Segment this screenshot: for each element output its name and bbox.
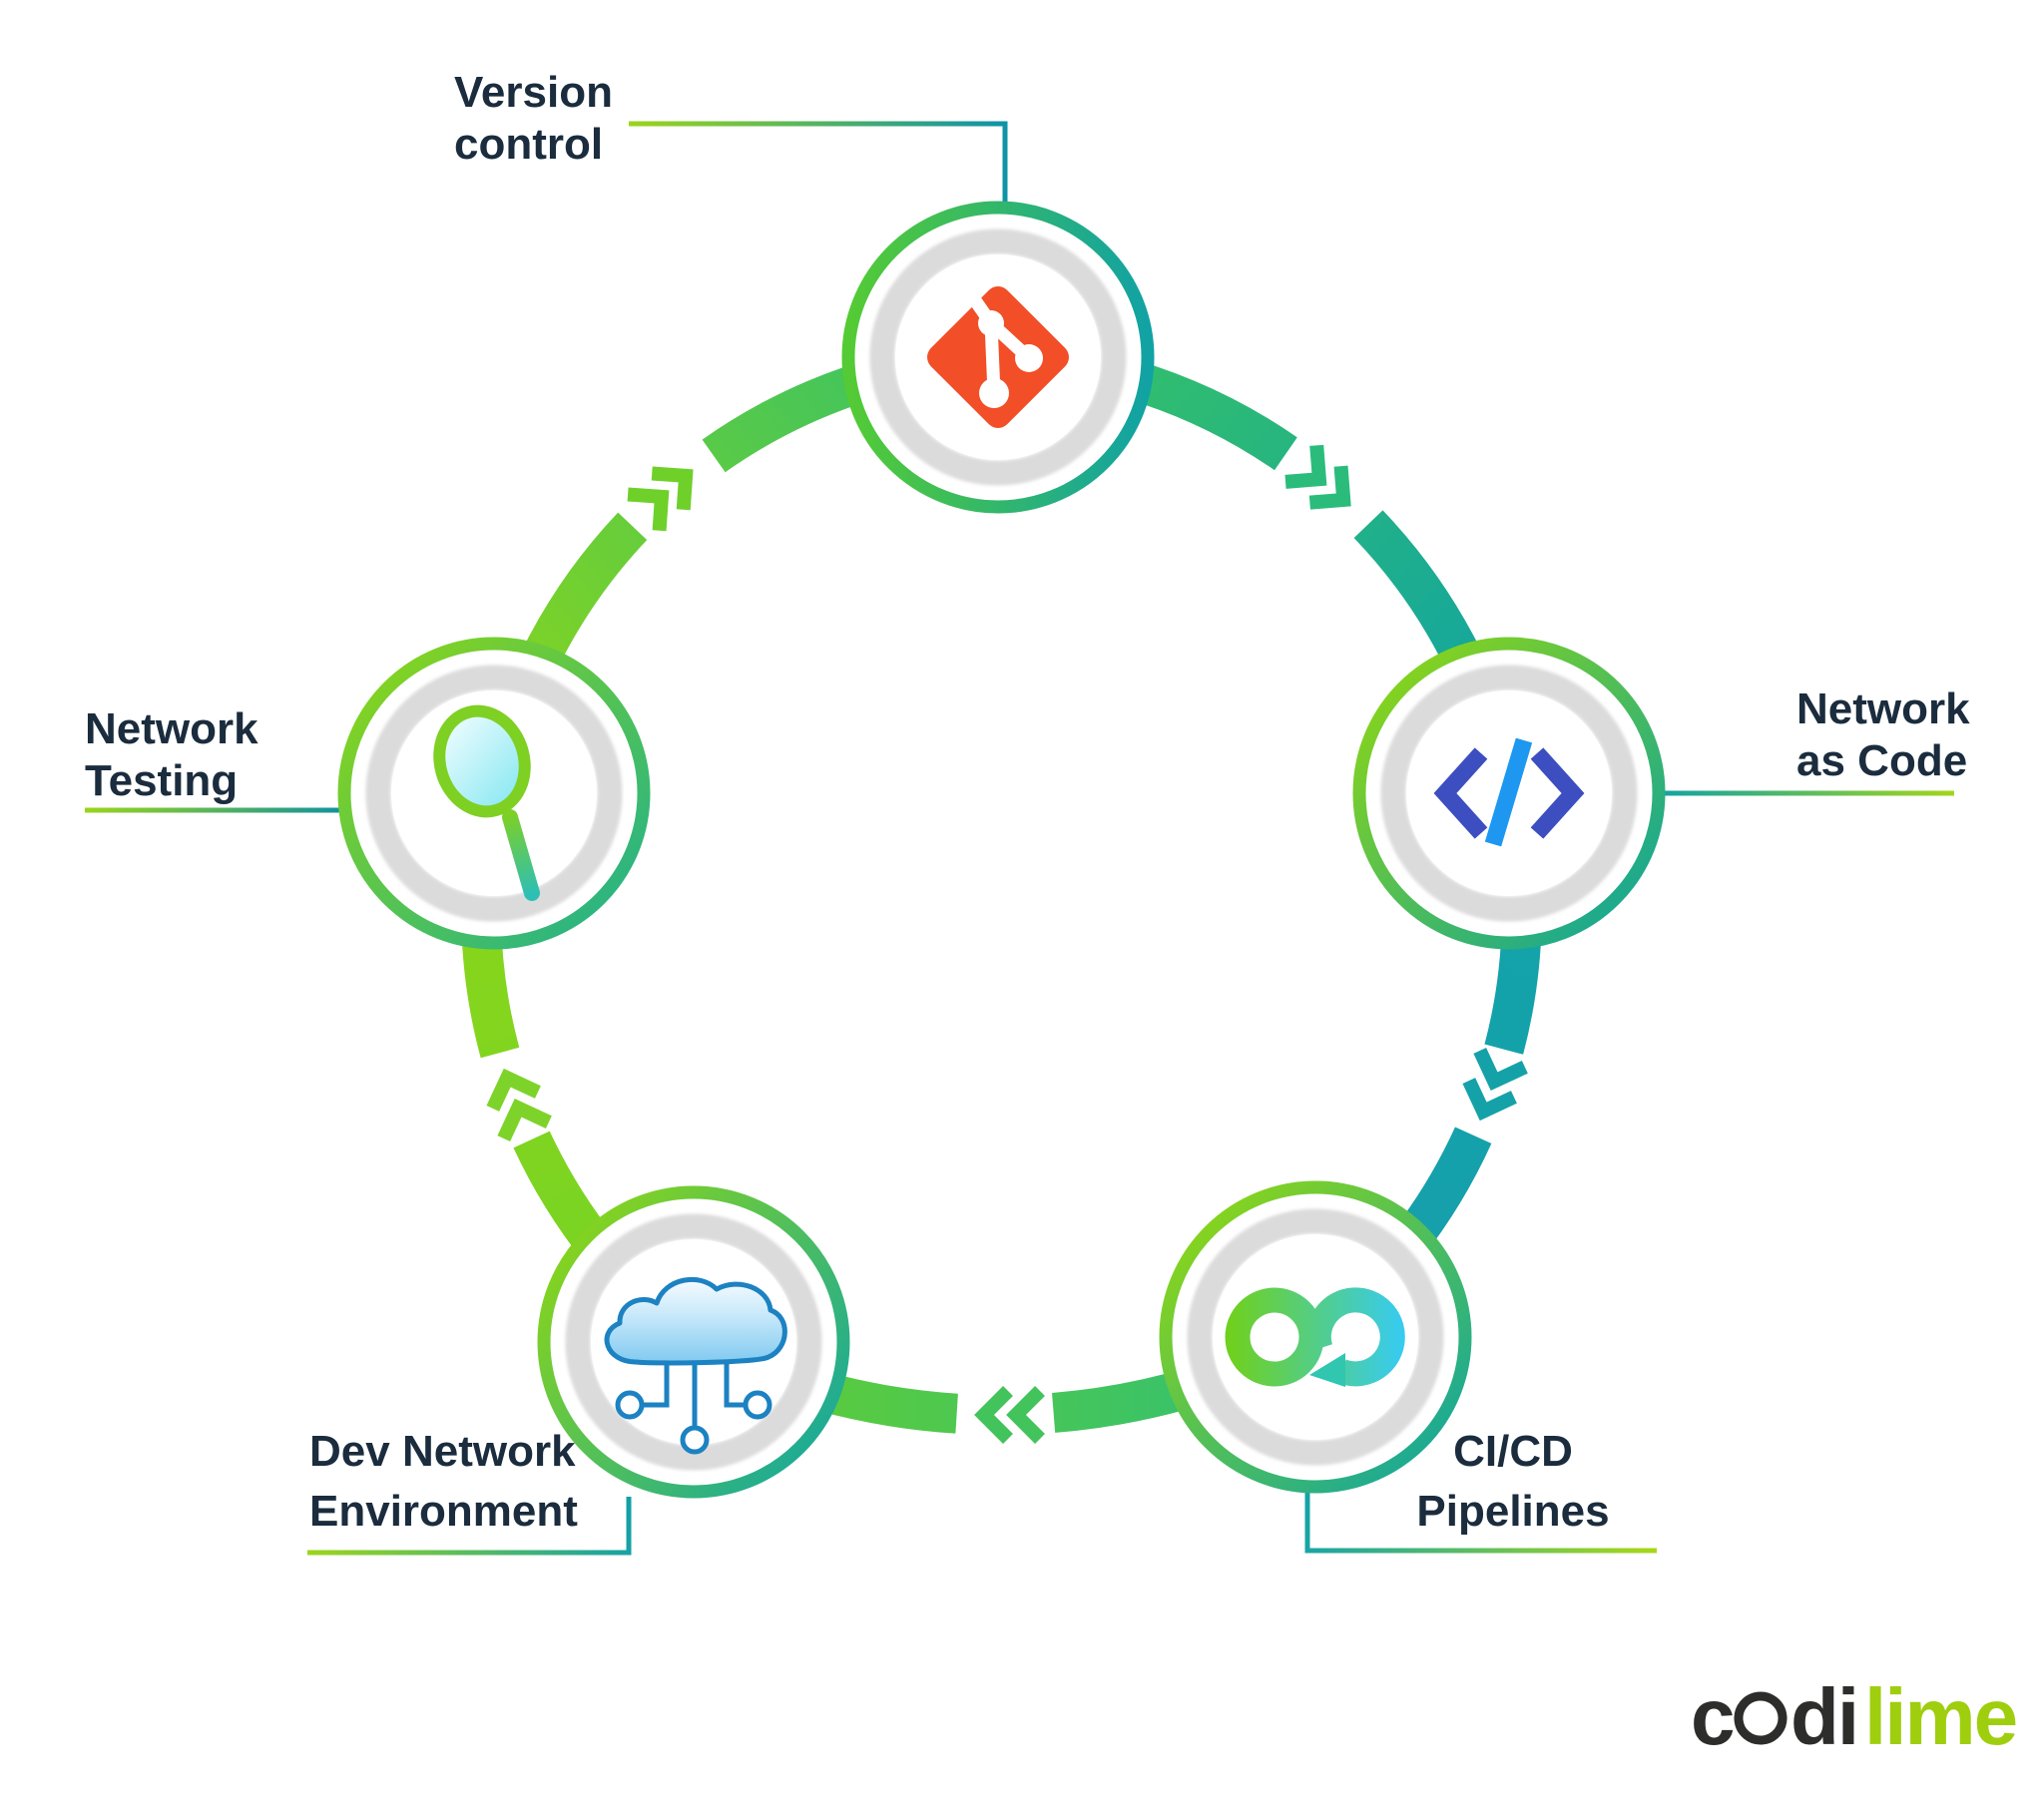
label-cicd-pipelines-line2: Pipelines — [1416, 1487, 1609, 1536]
code-brackets-icon — [1433, 737, 1585, 847]
connector-cicd-pipelines — [1304, 1484, 1657, 1554]
node-labels: Version control Network as Code Network … — [85, 68, 1970, 1536]
logo-text-c: c — [1691, 1672, 1734, 1761]
connector-version-control — [629, 121, 1008, 205]
label-network-as-code-line1: Network — [1796, 684, 1970, 733]
label-network-testing-line1: Network — [85, 704, 258, 753]
cloud-network-icon — [604, 1276, 787, 1455]
connector-dev-network-environment — [307, 1497, 632, 1556]
chevron-arrow-icon — [486, 1068, 552, 1141]
node-cicd-pipelines — [1159, 1180, 1472, 1494]
label-dev-network-environment-line2: Environment — [309, 1487, 578, 1536]
infinity-loop-icon — [1225, 1287, 1405, 1387]
label-network-as-code-line2: as Code — [1796, 736, 1967, 785]
node-network-as-code — [1352, 637, 1666, 950]
chevron-arrow-icon — [1284, 444, 1351, 510]
flow-chevrons — [486, 444, 1528, 1444]
label-dev-network-environment-line1: Dev Network — [309, 1427, 576, 1476]
git-icon — [927, 286, 1069, 428]
label-version-control-line2: control — [454, 120, 603, 169]
logo-text-di: di — [1790, 1672, 1857, 1761]
magnifier-icon — [433, 704, 540, 901]
chevron-arrow-icon — [1462, 1048, 1528, 1122]
codilime-logo: c di lime — [1691, 1672, 2018, 1761]
node-network-testing — [337, 637, 651, 950]
label-version-control-line1: Version — [454, 68, 613, 117]
label-connectors — [85, 121, 1954, 1556]
node-dev-network-environment — [537, 1185, 850, 1499]
chevron-arrow-icon — [974, 1386, 1045, 1444]
node-version-control — [841, 201, 1155, 514]
label-network-testing-line2: Testing — [85, 756, 238, 805]
label-cicd-pipelines-line1: CI/CD — [1453, 1427, 1573, 1476]
chevron-arrow-icon — [627, 466, 694, 532]
logo-text-lime: lime — [1864, 1672, 2016, 1761]
lemon-o-icon — [1734, 1691, 1788, 1745]
